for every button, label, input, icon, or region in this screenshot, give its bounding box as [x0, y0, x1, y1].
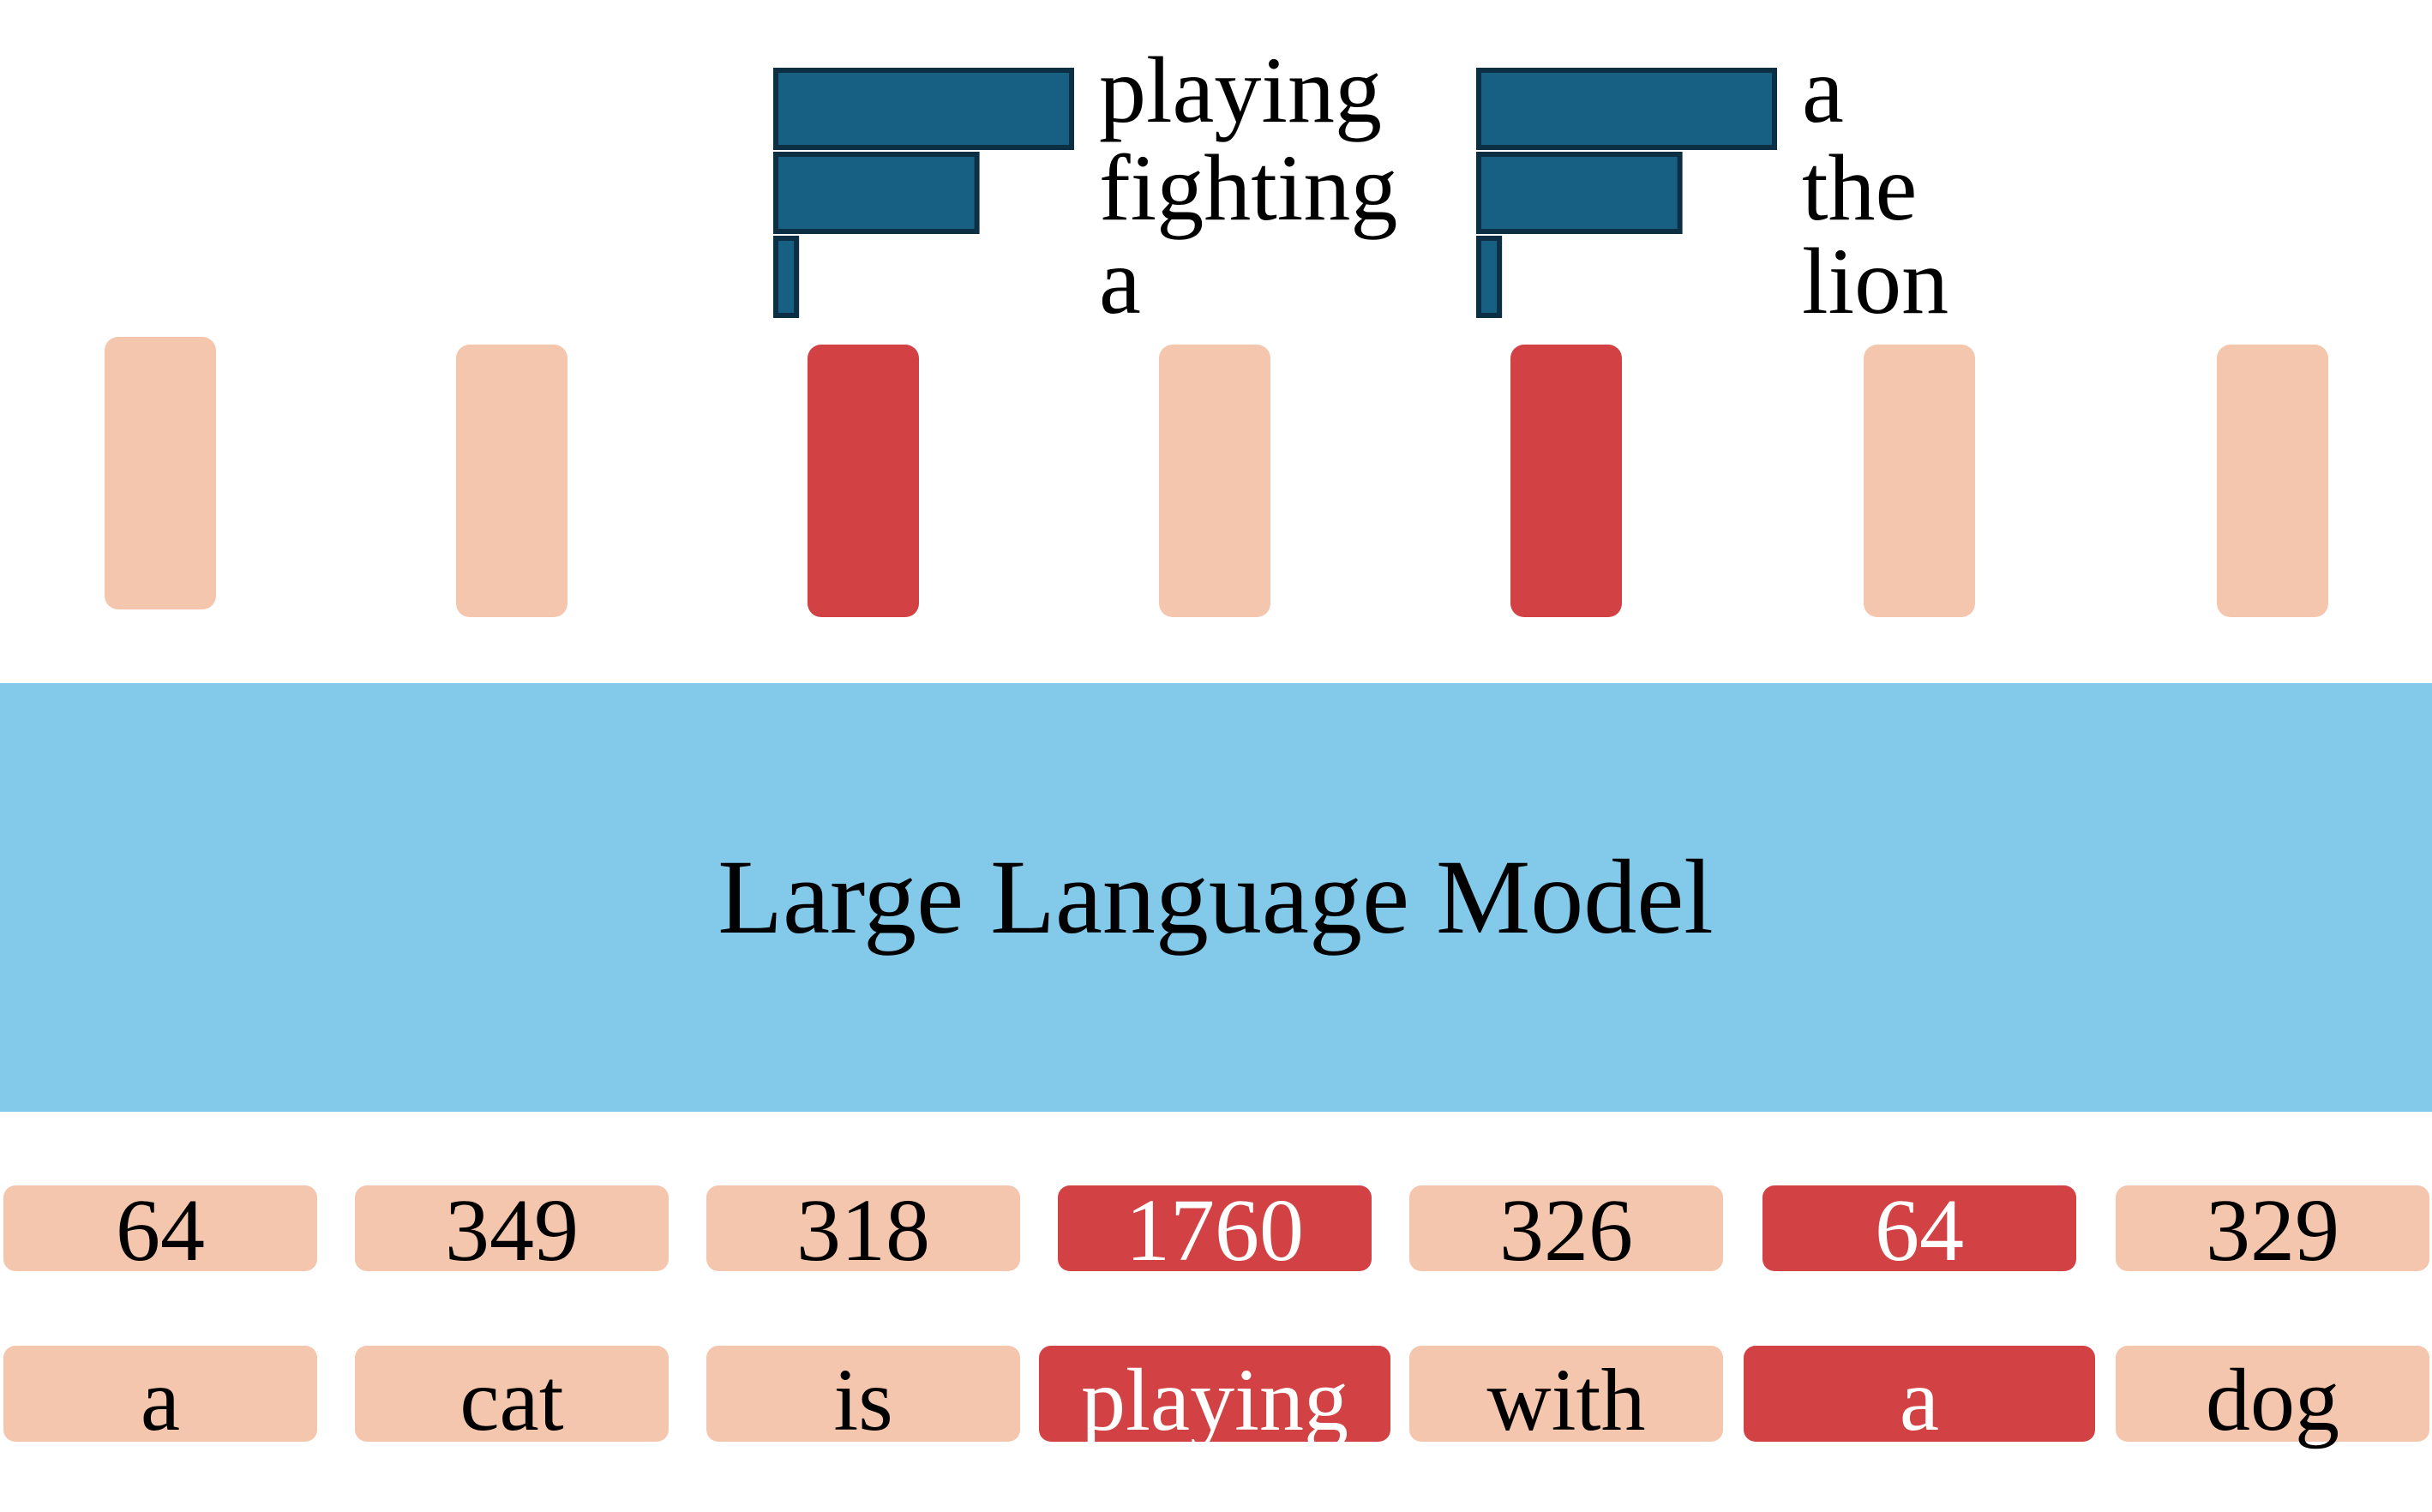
token-word-bg — [706, 1346, 1020, 1442]
token-id-chip: 349 — [355, 1181, 669, 1280]
token-id-chip: 64 — [3, 1181, 317, 1280]
prediction-bar — [773, 68, 1074, 150]
token-id-chip: 1760 — [1058, 1181, 1372, 1280]
output-vector — [105, 337, 216, 609]
output-vector — [1864, 345, 1975, 617]
token-id-label: 64 — [116, 1181, 205, 1280]
token-word-row: a cat is playing with a dog — [3, 1346, 2429, 1449]
prediction-label: a — [1802, 38, 1844, 142]
token-id-label: 1760 — [1126, 1181, 1304, 1280]
token-id-chip: 64 — [1762, 1181, 2076, 1280]
token-word-bg — [1744, 1346, 2095, 1442]
token-word-chip: a — [1744, 1346, 2095, 1449]
token-id-label: 318 — [796, 1181, 930, 1280]
token-id-chip: 318 — [706, 1181, 1020, 1280]
token-word-label: playing — [1081, 1351, 1348, 1449]
prediction-label: lion — [1802, 229, 1949, 333]
token-word-label: is — [833, 1351, 892, 1449]
prediction-bar — [773, 236, 800, 318]
token-id-bg — [355, 1185, 669, 1271]
token-id-bg — [1409, 1185, 1723, 1271]
token-id-label: 329 — [2206, 1181, 2339, 1280]
token-id-label: 326 — [1499, 1181, 1633, 1280]
token-id-chip: 326 — [1409, 1181, 1723, 1280]
token-id-bg — [1058, 1185, 1372, 1271]
token-word-bg — [3, 1346, 317, 1442]
token-id-label: 349 — [445, 1181, 579, 1280]
prediction-label: playing — [1099, 38, 1382, 142]
prediction-bar — [1476, 236, 1503, 318]
token-word-chip: cat — [355, 1346, 669, 1449]
token-id-bg — [3, 1185, 317, 1271]
token-id-label: 64 — [1875, 1181, 1964, 1280]
token-word-bg — [1409, 1346, 1723, 1442]
model-rect — [0, 683, 2432, 1112]
prediction-label: fighting — [1099, 135, 1397, 240]
token-id-bg — [1762, 1185, 2076, 1271]
token-id-row: 64 349 318 1760 326 64 329 — [3, 1181, 2429, 1280]
token-word-chip: a — [3, 1346, 317, 1449]
prediction-label: a — [1099, 229, 1141, 333]
output-vector — [456, 345, 567, 617]
token-word-label: with — [1487, 1351, 1646, 1449]
output-vector-highlight — [808, 345, 919, 617]
model-label: Large Language Model — [718, 838, 1713, 956]
output-vectors — [105, 337, 2328, 617]
prediction-bar — [773, 152, 980, 234]
model-block: Large Language Model — [0, 683, 2432, 1112]
token-word-label: a — [141, 1351, 180, 1449]
token-word-label: a — [1900, 1351, 1939, 1449]
prediction-bar — [1476, 68, 1777, 150]
token-word-chip: is — [706, 1346, 1020, 1449]
token-word-bg — [355, 1346, 669, 1442]
prediction-bar — [1476, 152, 1683, 234]
token-word-label: cat — [459, 1351, 563, 1449]
token-word-chip: playing — [1039, 1346, 1390, 1449]
token-word-bg — [1039, 1346, 1390, 1442]
token-word-chip: with — [1409, 1346, 1723, 1449]
token-id-bg — [2116, 1185, 2429, 1271]
token-word-chip: dog — [2116, 1346, 2429, 1449]
token-word-label: dog — [2206, 1351, 2339, 1449]
token-word-bg — [2116, 1346, 2429, 1442]
output-vector — [1159, 345, 1270, 617]
token-id-chip: 329 — [2116, 1181, 2429, 1280]
output-vector-highlight — [1510, 345, 1622, 617]
output-vector — [2217, 345, 2328, 617]
token-id-bg — [706, 1185, 1020, 1271]
prediction-label: the — [1802, 135, 1917, 240]
